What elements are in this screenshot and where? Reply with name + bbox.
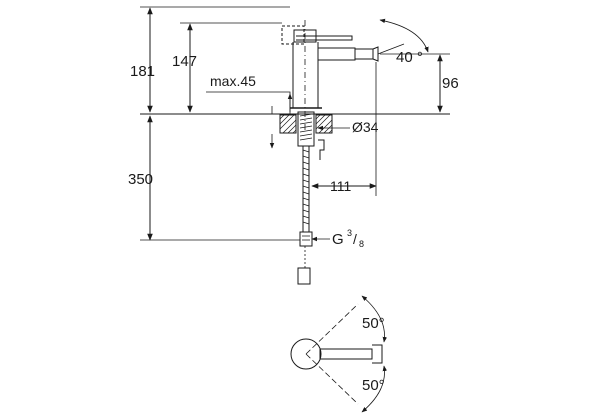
mixer-top-view <box>290 295 388 413</box>
lever-outline <box>281 25 305 45</box>
swivel-bottom-label: 50° <box>362 377 385 394</box>
threaded-shank <box>297 111 315 147</box>
deck-hatch-left <box>279 114 297 134</box>
mixer-body <box>292 42 319 108</box>
dim-40deg-label: 40 ° <box>396 49 423 66</box>
top-view-body <box>290 338 322 370</box>
swivel-top-arc <box>361 295 388 343</box>
lever-handle <box>296 35 353 41</box>
dim-96-label: 96 <box>442 75 459 92</box>
thread-numerator: 3 <box>347 228 352 238</box>
popup-rod <box>318 139 325 160</box>
dim-181-label: 181 <box>130 63 155 80</box>
deck-left-section <box>279 114 297 134</box>
thread-prefix: G <box>332 231 344 248</box>
aerator-tip <box>372 46 379 62</box>
deck-section <box>140 111 450 285</box>
connection-nut <box>299 231 313 247</box>
shank-thread <box>299 113 313 141</box>
dim-111-label: 111 <box>330 178 351 194</box>
swivel-bottom-arc <box>361 365 388 413</box>
swivel-top-line <box>305 303 359 355</box>
mixer-side-view <box>281 20 379 130</box>
swivel-top-label: 50° <box>362 315 385 332</box>
dimension-lines <box>140 6 450 242</box>
swivel-bottom-line <box>305 353 359 405</box>
hose-braid <box>302 149 310 225</box>
top-view-aerator <box>372 344 383 364</box>
thread-denominator: 8 <box>359 239 364 249</box>
deck-right-section <box>315 114 333 134</box>
thread-separator: / <box>353 231 357 247</box>
dim-40deg-arc <box>379 18 429 53</box>
nut-grip <box>302 235 310 241</box>
spout <box>318 47 356 61</box>
dim-40deg-ref <box>377 43 405 55</box>
deck-hatch-right <box>315 114 333 134</box>
popup-weight <box>297 267 311 285</box>
dim-147-label: 147 <box>172 53 197 70</box>
aerator <box>354 48 374 60</box>
flex-hose <box>302 146 310 232</box>
dim-dia-label: Ø34 <box>352 119 379 135</box>
dim-350-label: 350 <box>128 171 153 188</box>
top-view-spout <box>319 348 373 360</box>
dim-max45-label: max.45 <box>210 73 256 89</box>
dim-max45-leader <box>206 91 291 114</box>
thread-label: G 3 / 8 <box>332 228 364 249</box>
